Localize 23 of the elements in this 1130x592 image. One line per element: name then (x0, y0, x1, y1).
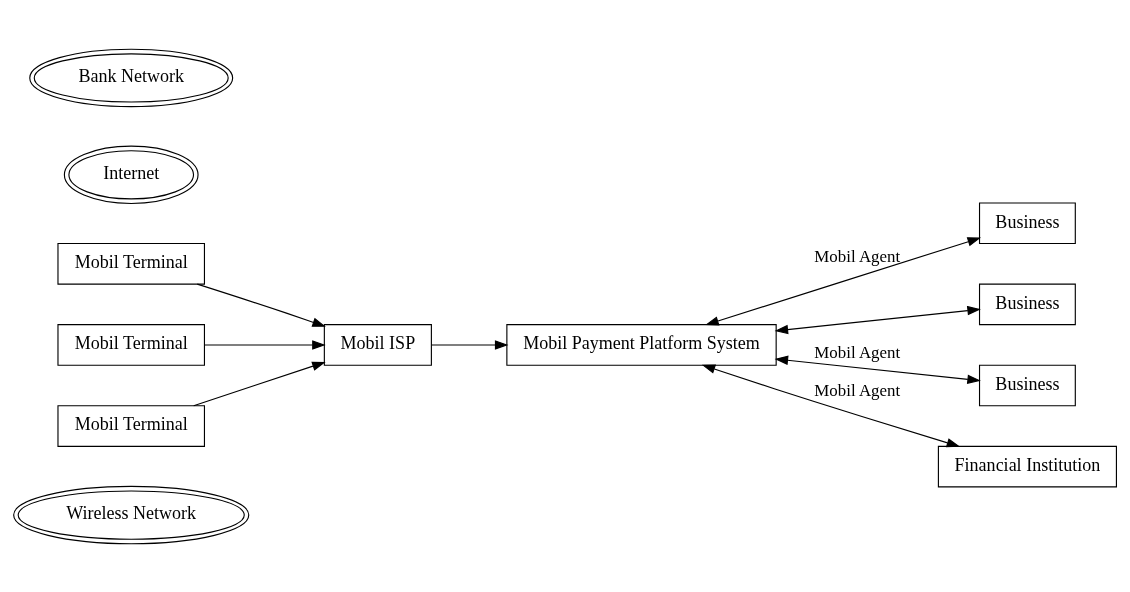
node-box: Business (978, 283, 1076, 325)
arrow (701, 364, 961, 447)
arrow (774, 355, 981, 384)
arrow (705, 236, 982, 325)
arrow (193, 361, 326, 406)
node-box: Mobil Terminal (57, 404, 205, 447)
edge-label: Mobil Agent (814, 342, 901, 362)
node-ellipse: Internet (63, 145, 199, 204)
node-box: Mobil Terminal (57, 242, 205, 285)
edge-label: Mobil Agent (814, 380, 901, 400)
node-box: Business (978, 201, 1076, 244)
arrow (431, 339, 509, 350)
node-ellipse: Wireless Network (13, 485, 250, 544)
node-box: Mobil Terminal (57, 323, 205, 366)
node-ellipse: Bank Network (29, 48, 234, 107)
arrow (204, 339, 326, 350)
node-box: Financial Institution (937, 445, 1117, 487)
arrow (774, 305, 981, 334)
node-box: Mobil Payment Platform System (506, 323, 777, 366)
arrow (196, 283, 326, 327)
node-box: Mobil ISP (323, 323, 432, 366)
edge-label: Mobil Agent (814, 246, 901, 266)
node-box: Business (978, 364, 1076, 406)
